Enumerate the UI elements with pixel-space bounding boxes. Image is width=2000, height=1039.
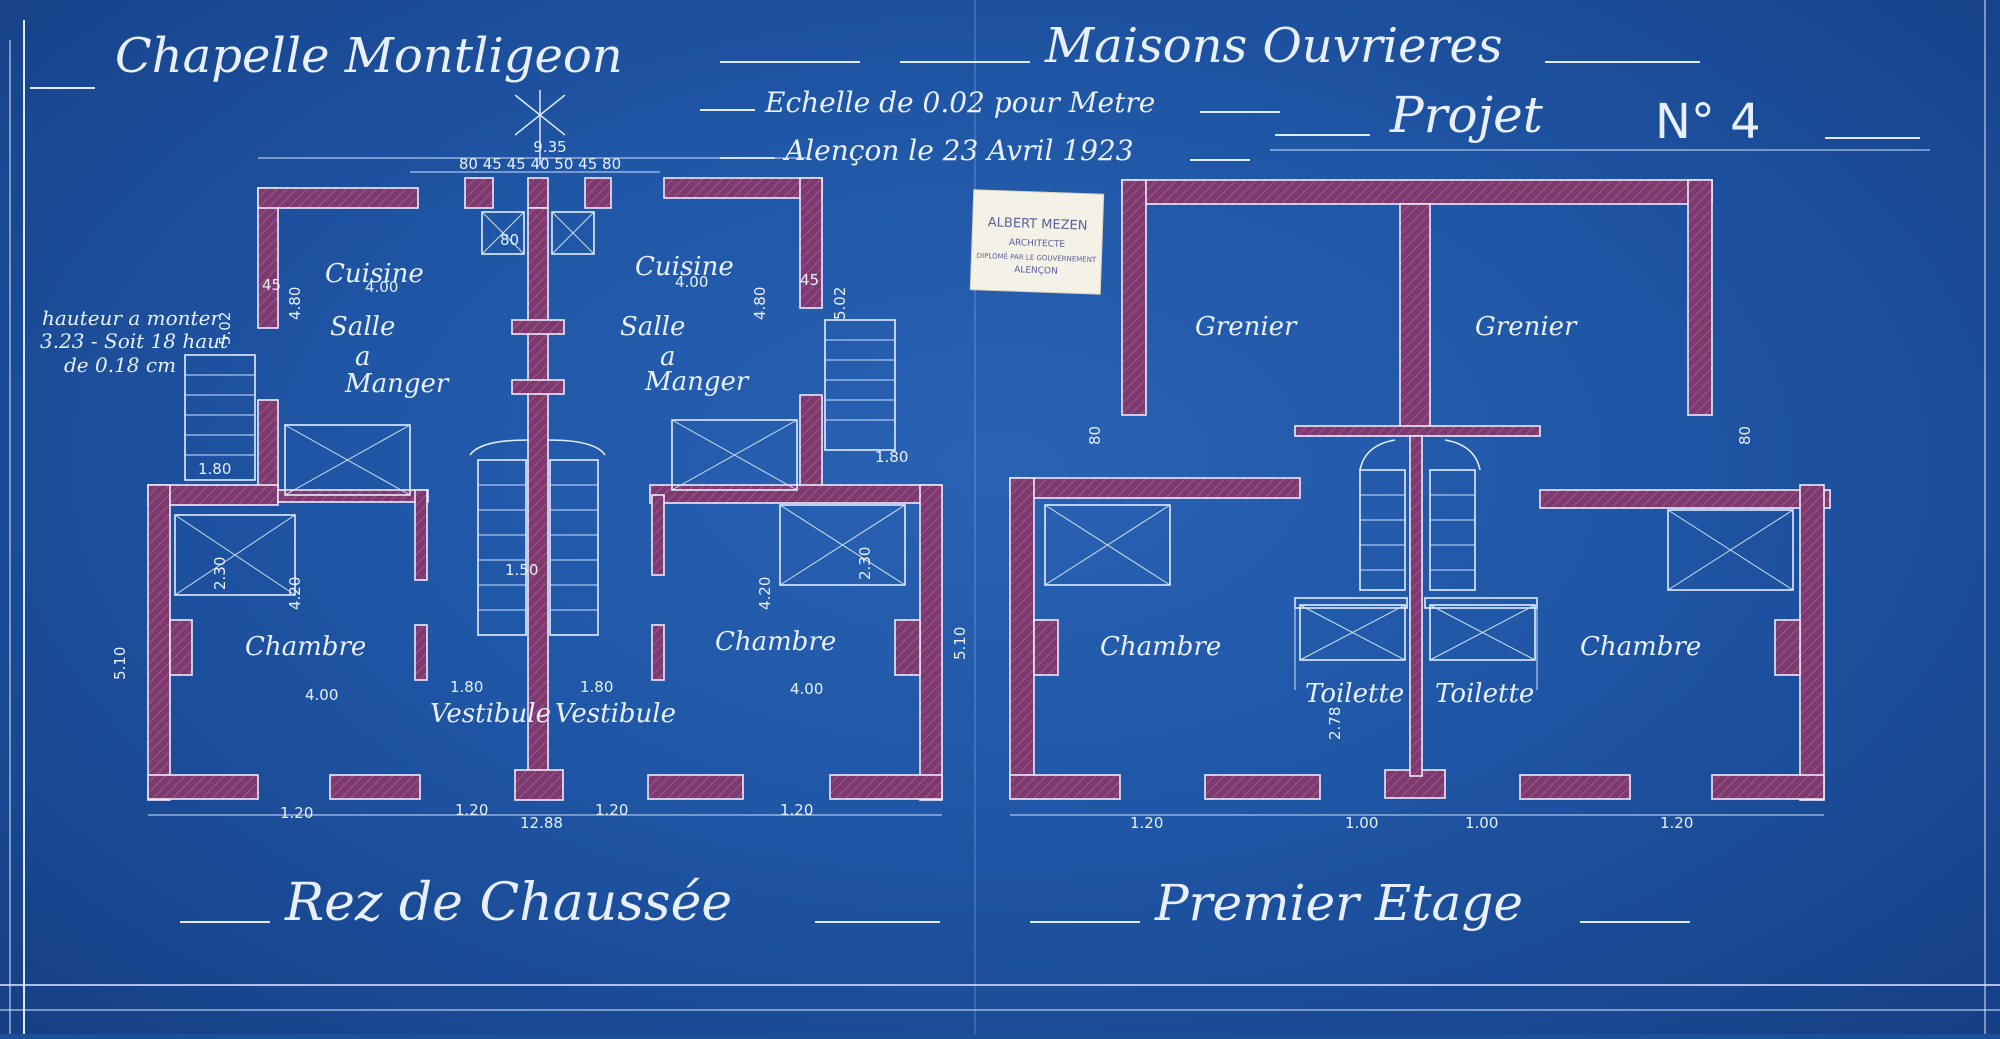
label-toilette-right: Toilette: [1435, 679, 1534, 709]
label-salle-right: Salle: [620, 312, 685, 342]
dim-ff-100-left: 1.00: [1345, 814, 1378, 832]
note-line-2: 3.23 - Soit 18 haut: [40, 329, 229, 353]
first-floor-label: Premier Etage: [1154, 874, 1523, 932]
date-place: Alençon le 23 Avril 1923: [782, 134, 1134, 167]
dim-45-left: 45: [262, 276, 281, 294]
title-block: Chapelle Montligeon Maisons Ouvrieres Ec…: [30, 18, 1930, 167]
stamp-role: ARCHITECTE: [1009, 238, 1066, 250]
dim-480: 4.80: [286, 287, 304, 320]
stamp-city: ALENÇON: [1014, 265, 1058, 277]
architect-stamp: ALBERT MEZEN ARCHITECTE DIPLOMÉ PAR LE G…: [969, 189, 1105, 295]
label-grenier-left: Grenier: [1195, 312, 1298, 342]
label-vestibule-left: Vestibule: [430, 699, 551, 729]
label-salle-left: Salle: [330, 312, 395, 342]
dim-ff-120-left: 1.20: [1130, 814, 1163, 832]
dim-180-vest-right: 1.80: [580, 678, 613, 696]
dim-120-b: 1.20: [455, 801, 488, 819]
label-chambre-ff-right: Chambre: [1580, 632, 1701, 662]
ground-floor-plan: 9.35 80 45 45 40 50 45 80: [40, 138, 969, 933]
dim-180-stair-left: 1.80: [198, 460, 231, 478]
fixtures-first: [1044, 504, 1794, 661]
compass-mark: [514, 90, 566, 165]
label-vestibule-right: Vestibule: [555, 699, 676, 729]
label-chambre-right: Chambre: [715, 627, 836, 657]
dim-45-right: 45: [800, 271, 819, 289]
dim-ff-100-right: 1.00: [1465, 814, 1498, 832]
dim-420-left: 4.20: [286, 577, 304, 610]
dim-ff-80-right: 80: [1736, 426, 1754, 445]
left-title: Chapelle Montligeon: [115, 28, 623, 84]
dim-180-vest-left: 1.80: [450, 678, 483, 696]
dim-120-c: 1.20: [595, 801, 628, 819]
dim-400-right: 4.00: [790, 680, 823, 698]
dim-400-left: 4.00: [305, 686, 338, 704]
label-manger-left: Manger: [344, 369, 450, 399]
first-floor-plan: Grenier Grenier Chambre Chambre Toilette…: [1009, 179, 1831, 932]
ground-floor-label: Rez de Chaussée: [284, 873, 732, 933]
label-a-left: a: [355, 342, 371, 372]
dim-502-left: 5.02: [216, 312, 234, 345]
dim-80-cuisine: 80: [500, 231, 519, 249]
label-manger-right: Manger: [644, 367, 750, 397]
dim-150-stair: 1.50: [505, 561, 538, 579]
fixtures-ground: [174, 211, 906, 596]
label-chambre-ff-left: Chambre: [1100, 632, 1221, 662]
label-a-right: a: [660, 342, 676, 372]
label-cuisine-right: Cuisine: [635, 252, 734, 282]
project-label: Projet: [1389, 86, 1544, 144]
dim-cuisine-right: 4.00: [675, 273, 708, 291]
dim-ff-80-left: 80: [1086, 426, 1104, 445]
dim-480-right: 4.80: [751, 287, 769, 320]
note-line-1: hauteur a monter: [42, 306, 221, 330]
note-line-3: de 0.18 cm: [64, 353, 176, 377]
label-grenier-right: Grenier: [1475, 312, 1578, 342]
label-cuisine-left: Cuisine: [325, 259, 424, 289]
right-title: Maisons Ouvrieres: [1044, 18, 1503, 74]
dim-230-right: 2.30: [856, 547, 874, 580]
dim-total-width: 9.35: [533, 138, 566, 156]
scale-text: Echelle de 0.02 pour Metre: [764, 86, 1155, 119]
label-toilette-left: Toilette: [1305, 679, 1404, 709]
dim-1288: 12.88: [520, 814, 563, 832]
dim-180-stair-right: 1.80: [875, 448, 908, 466]
dim-ff-120-right: 1.20: [1660, 814, 1693, 832]
dim-ff-278: 2.78: [1326, 707, 1344, 740]
first-floor-stairs: [1359, 439, 1481, 591]
project-number: N° 4: [1655, 94, 1761, 150]
dim-502-right: 5.02: [831, 287, 849, 320]
stair-right: [824, 319, 896, 451]
dim-cuisine-left: 4.00: [365, 278, 398, 296]
dim-120-a: 1.20: [280, 804, 313, 822]
dim-510-left: 5.10: [111, 647, 129, 680]
dim-510-mid: 5.10: [951, 627, 969, 660]
central-stairs: [469, 439, 606, 636]
dim-420-right: 4.20: [756, 577, 774, 610]
dim-230-left: 2.30: [211, 557, 229, 590]
stamp-line3: DIPLOMÉ PAR LE GOUVERNEMENT: [977, 251, 1097, 264]
label-chambre-left: Chambre: [245, 632, 366, 662]
stamp-name: ALBERT MEZEN: [988, 215, 1088, 233]
stair-left: [184, 354, 256, 481]
dim-120-d: 1.20: [780, 801, 813, 819]
dim-top-row: 80 45 45 40 50 45 80: [459, 155, 621, 173]
